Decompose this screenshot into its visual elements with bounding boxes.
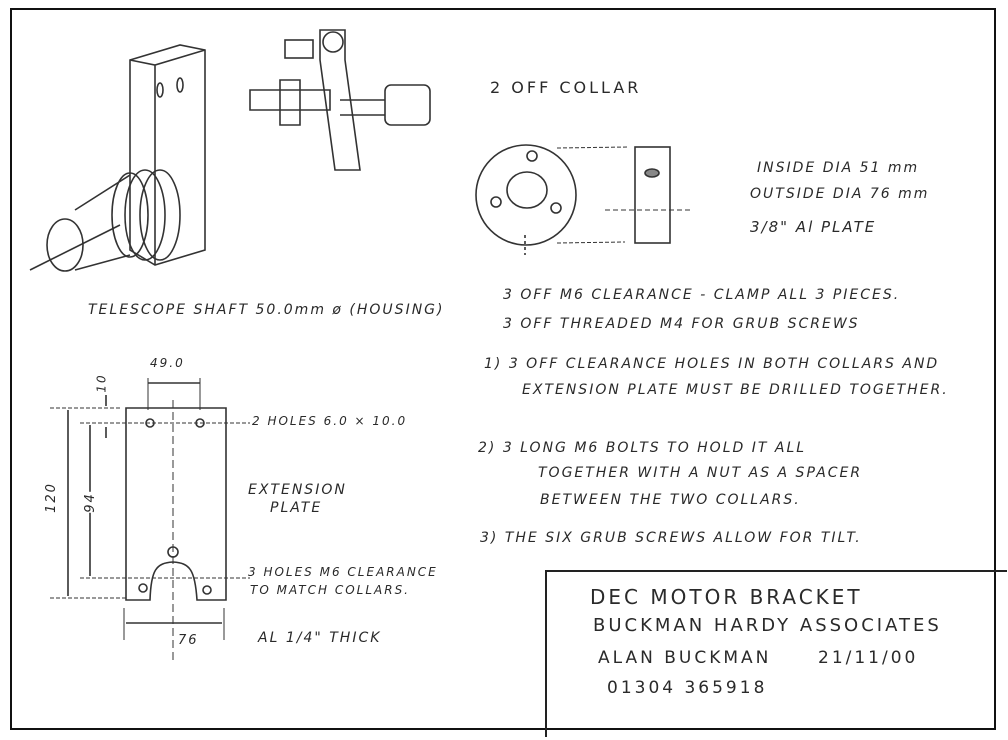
plate-thickness: AL 1/4" THICK bbox=[258, 630, 382, 646]
dim-width: 76 bbox=[178, 633, 199, 648]
telescope-caption: TELESCOPE SHAFT 50.0mm ø (HOUSING) bbox=[88, 302, 445, 318]
collar-title: 2 OFF COLLAR bbox=[490, 78, 642, 97]
collar-holes-clearance: 3 OFF M6 CLEARANCE - CLAMP ALL 3 PIECES. bbox=[503, 287, 901, 303]
plate-name-2: PLATE bbox=[270, 500, 323, 516]
extension-plate-drawing bbox=[50, 378, 250, 660]
note-1-line-1: 1) 3 OFF CLEARANCE HOLES IN BOTH COLLARS… bbox=[484, 356, 940, 372]
bottom-holes-label-1: 3 HOLES M6 CLEARANCE bbox=[248, 565, 438, 579]
collar-holes-threaded: 3 OFF THREADED M4 FOR GRUB SCREWS bbox=[503, 316, 860, 332]
note-3-line-1: 3) THE SIX GRUB SCREWS ALLOW FOR TILT. bbox=[480, 530, 862, 546]
top-holes-label: 2 HOLES 6.0 × 10.0 bbox=[252, 414, 408, 428]
collar-side-view bbox=[605, 146, 690, 244]
dim-height: 120 bbox=[43, 482, 59, 513]
collar-material: 3/8" Al PLATE bbox=[750, 218, 877, 236]
note-2-line-3: BETWEEN THE TWO COLLARS. bbox=[540, 492, 801, 508]
title-block-company: BUCKMAN HARDY ASSOCIATES bbox=[593, 615, 942, 636]
drawing-border bbox=[10, 8, 996, 730]
note-1-line-2: EXTENSION PLATE MUST BE DRILLED TOGETHER… bbox=[522, 382, 949, 398]
note-2-line-1: 2) 3 LONG M6 BOLTS TO HOLD IT ALL bbox=[478, 440, 807, 456]
gear-assembly-sketch bbox=[249, 29, 431, 171]
title-block-phone: 01304 365918 bbox=[607, 678, 768, 698]
plate-name-1: EXTENSION bbox=[248, 482, 347, 498]
dim-hole-span: 94 bbox=[82, 492, 98, 513]
collar-outside-dia: OUTSIDE DIA 76 mm bbox=[750, 186, 930, 202]
title-block-date: 21/11/00 bbox=[818, 648, 919, 668]
collar-inside-dia: INSIDE DIA 51 mm bbox=[757, 160, 920, 176]
note-2-line-2: TOGETHER WITH A NUT AS A SPACER bbox=[538, 465, 863, 481]
dim-top-offset: 10 bbox=[94, 373, 109, 393]
bracket-3d-sketch bbox=[29, 44, 206, 272]
title-block bbox=[545, 570, 1007, 737]
dim-width-top: 49.0 bbox=[150, 356, 185, 370]
bottom-holes-label-2: TO MATCH COLLARS. bbox=[250, 583, 410, 597]
collar-front-view bbox=[475, 144, 629, 255]
title-block-title: DEC MOTOR BRACKET bbox=[590, 585, 863, 609]
title-block-author: ALAN BUCKMAN bbox=[598, 648, 772, 668]
